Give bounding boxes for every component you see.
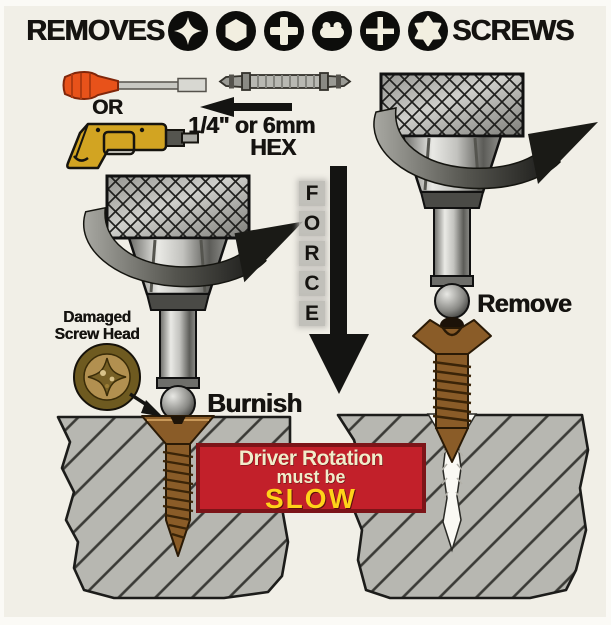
force-letter: R bbox=[299, 241, 325, 266]
warning-line3: SLOW bbox=[265, 483, 357, 514]
clutch-slot-screw-icon bbox=[312, 11, 352, 51]
hex-label: HEX bbox=[250, 134, 296, 160]
or-label: OR bbox=[92, 96, 123, 119]
right-rotation-arrow-icon bbox=[362, 98, 602, 198]
screws-label: SCREWS bbox=[452, 15, 574, 47]
force-arrow-head bbox=[309, 334, 369, 394]
removes-label: REMOVES bbox=[26, 15, 165, 47]
hex-socket-screw-icon bbox=[216, 11, 256, 51]
double-ended-bit-icon bbox=[218, 72, 352, 91]
left-arrow-icon bbox=[200, 97, 292, 117]
bit-size-label: 1/4" or 6mm bbox=[188, 112, 315, 138]
driver-rotation-warning: Driver Rotation must be SLOW bbox=[196, 443, 426, 513]
damaged-screw-head-label: Damaged Screw Head bbox=[34, 309, 160, 343]
damaged-screw-head-inset bbox=[73, 343, 141, 411]
screw-type-icon-row bbox=[167, 10, 449, 52]
remove-label: Remove bbox=[477, 290, 572, 318]
phillips-star-screw-icon bbox=[168, 11, 208, 51]
damaged-line1: Damaged bbox=[63, 309, 131, 326]
force-arrow-shaft bbox=[330, 166, 347, 336]
left-screw bbox=[141, 415, 215, 557]
force-letter: C bbox=[299, 271, 325, 296]
inset-pointer-arrow-icon bbox=[129, 392, 163, 417]
force-letter: O bbox=[299, 211, 325, 236]
force-letter: F bbox=[299, 181, 325, 206]
burnish-label: Burnish bbox=[207, 388, 302, 418]
warning-line2: must be bbox=[276, 467, 346, 487]
damaged-line2: Screw Head bbox=[54, 325, 140, 343]
warning-line1: Driver Rotation bbox=[238, 447, 384, 470]
force-letter: E bbox=[299, 301, 325, 326]
cross-screw-icon bbox=[360, 11, 400, 51]
drill-icon bbox=[66, 122, 199, 170]
right-screw bbox=[412, 317, 492, 463]
screwdriver-icon bbox=[62, 71, 207, 100]
left-rotation-arrow-icon bbox=[72, 198, 307, 296]
torx-star-screw-icon bbox=[408, 11, 448, 51]
pozidriv-cross-screw-icon bbox=[264, 11, 304, 51]
force-label: F O R C E bbox=[299, 181, 325, 326]
